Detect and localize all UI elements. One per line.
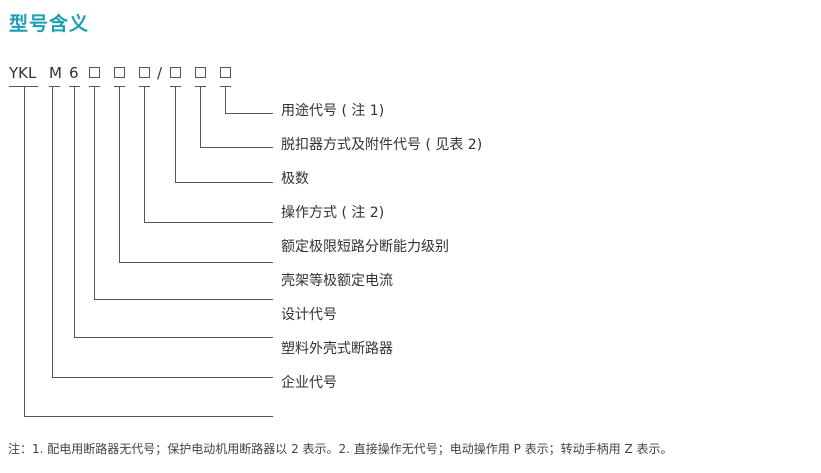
label-frame-current: 壳架等极额定电流 bbox=[281, 273, 393, 289]
code-box-1 bbox=[89, 67, 100, 78]
code-slash: / bbox=[157, 64, 163, 82]
label-mccb: 塑料外壳式断路器 bbox=[281, 341, 393, 357]
connector-breaking bbox=[119, 86, 273, 263]
label-enterprise-code: 企业代号 bbox=[281, 375, 337, 391]
section-title: 型号含义 bbox=[9, 13, 90, 35]
connector-trip bbox=[200, 86, 273, 148]
connector-mccb bbox=[52, 86, 273, 378]
connector-operation bbox=[144, 86, 273, 223]
label-operation: 操作方式 ( 注 2) bbox=[281, 205, 385, 221]
connector-usage bbox=[225, 86, 273, 114]
label-poles: 极数 bbox=[281, 171, 309, 187]
label-trip-unit: 脱扣器方式及附件代号 ( 见表 2) bbox=[281, 137, 483, 153]
code-six: 6 bbox=[69, 64, 79, 82]
footnote: 注：1. 配电用断路器无代号；保护电动机用断路器以 2 表示。2. 直接操作无代… bbox=[8, 442, 673, 456]
code-box-2 bbox=[114, 67, 125, 78]
code-m: M bbox=[49, 64, 62, 82]
connector-enterprise bbox=[24, 86, 273, 417]
connector-current bbox=[94, 86, 273, 300]
code-box-5 bbox=[195, 67, 206, 78]
label-breaking-capacity: 额定极限短路分断能力级别 bbox=[281, 239, 449, 255]
code-box-6 bbox=[220, 67, 231, 78]
label-usage-code: 用途代号 ( 注 1) bbox=[281, 103, 385, 119]
code-box-3 bbox=[139, 67, 150, 78]
connector-poles bbox=[175, 86, 273, 183]
label-design-code: 设计代号 bbox=[281, 307, 337, 323]
code-box-4 bbox=[170, 67, 181, 78]
connector-design bbox=[74, 86, 273, 338]
code-prefix: YKL bbox=[9, 64, 37, 82]
